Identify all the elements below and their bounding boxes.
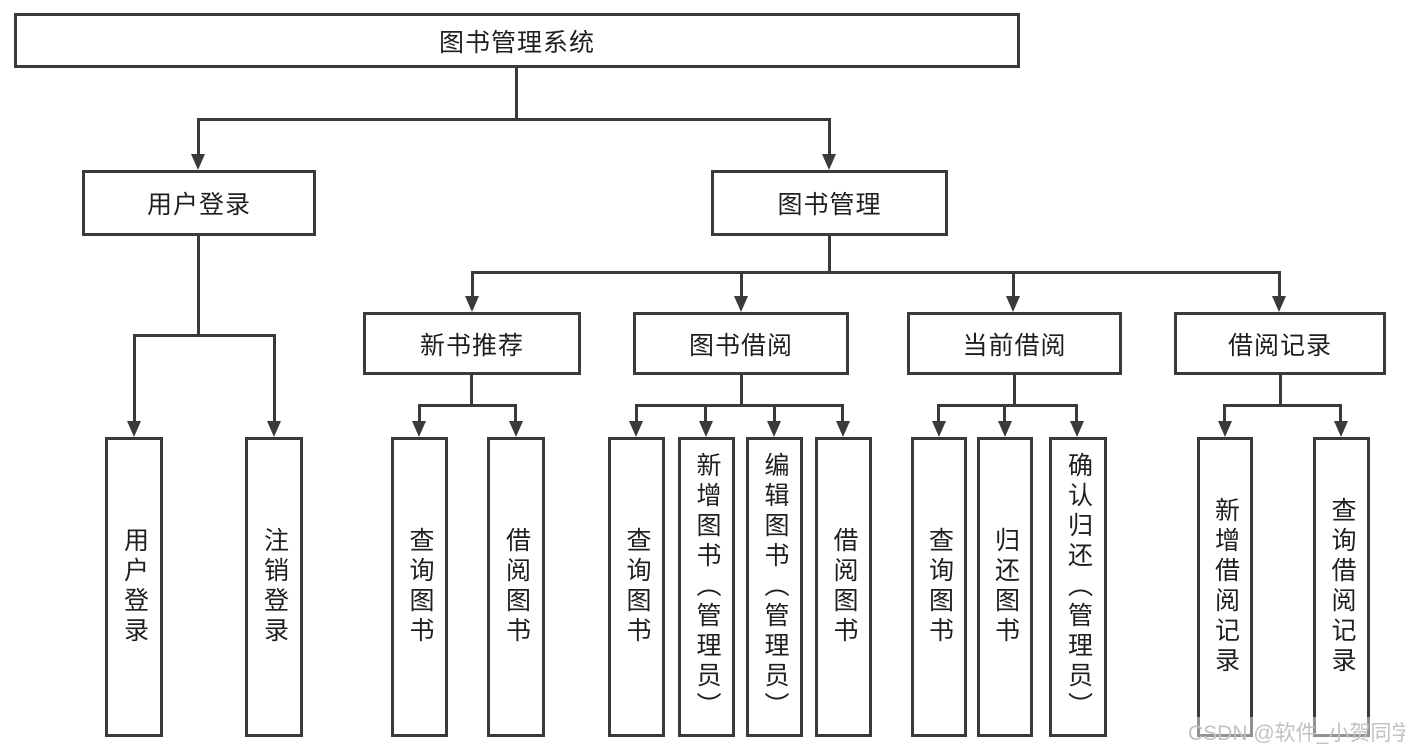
leaf-label: 确认归还（管理员） (1064, 452, 1093, 722)
connector-line (418, 404, 517, 407)
connector-line (515, 68, 518, 120)
connector-line (704, 404, 707, 423)
node-book-borrowing: 图书借阅 (633, 312, 849, 375)
arrow-down-icon (1006, 296, 1020, 312)
leaf-label: 查询图书 (925, 527, 954, 647)
leaf-confirm-return-admin: 确认归还（管理员） (1049, 437, 1107, 737)
leaf-label: 编辑图书（管理员） (761, 452, 789, 722)
arrow-down-icon (191, 154, 205, 170)
leaf-label: 注销登录 (260, 527, 289, 647)
leaf-query-books-2: 查询图书 (608, 437, 665, 737)
node-library-management-system: 图书管理系统 (14, 13, 1020, 68)
csdn-watermark: CSDN @软件_小贺同学 (1186, 717, 1405, 747)
node-user-login: 用户登录 (82, 170, 316, 236)
arrow-down-icon (412, 421, 426, 437)
node-borrowing-records: 借阅记录 (1174, 312, 1386, 375)
connector-line (1224, 404, 1342, 407)
connector-line (635, 404, 844, 407)
connector-line (1278, 271, 1281, 298)
connector-line (197, 236, 200, 336)
leaf-label: 查询借阅记录 (1328, 497, 1356, 677)
arrow-down-icon (1334, 421, 1348, 437)
arrow-down-icon (127, 421, 141, 437)
leaf-query-books-3: 查询图书 (911, 437, 967, 737)
leaf-borrow-books-2: 借阅图书 (815, 437, 872, 737)
connector-line (938, 404, 1078, 407)
connector-line (828, 236, 831, 274)
connector-line (418, 404, 421, 423)
connector-line (937, 404, 940, 423)
connector-line (740, 271, 743, 298)
arrow-down-icon (629, 421, 643, 437)
arrow-down-icon (1272, 296, 1286, 312)
arrow-down-icon (1218, 421, 1232, 437)
arrow-down-icon (465, 296, 479, 312)
arrow-down-icon (1070, 421, 1084, 437)
connector-line (1223, 404, 1226, 423)
arrow-down-icon (836, 421, 850, 437)
leaf-return-books: 归还图书 (977, 437, 1033, 737)
connector-line (740, 375, 743, 406)
leaf-label: 归还图书 (991, 527, 1020, 647)
leaf-query-books-1: 查询图书 (391, 437, 448, 737)
arrow-down-icon (822, 154, 836, 170)
leaf-label: 查询图书 (623, 527, 651, 647)
arrow-down-icon (699, 421, 713, 437)
leaf-user-login: 用户登录 (105, 437, 163, 737)
leaf-query-borrow-record: 查询借阅记录 (1313, 437, 1370, 737)
node-book-management: 图书管理 (711, 170, 948, 236)
connector-line (1075, 404, 1078, 423)
connector-line (470, 375, 473, 406)
arrow-down-icon (767, 421, 781, 437)
leaf-borrow-books-1: 借阅图书 (487, 437, 545, 737)
arrow-down-icon (932, 421, 946, 437)
connector-line (273, 334, 276, 423)
connector-line (1339, 404, 1342, 423)
connector-line (773, 404, 776, 423)
connector-line (133, 334, 276, 337)
connector-line (514, 404, 517, 423)
connector-line (133, 334, 136, 423)
arrow-down-icon (998, 421, 1012, 437)
leaf-label: 借阅图书 (830, 527, 858, 647)
arrow-down-icon (509, 421, 523, 437)
connector-line (1012, 271, 1015, 298)
leaf-logout: 注销登录 (245, 437, 303, 737)
connector-line (197, 118, 831, 121)
arrow-down-icon (734, 296, 748, 312)
node-new-book-recommend: 新书推荐 (363, 312, 581, 375)
connector-line (828, 118, 831, 156)
connector-line (471, 271, 474, 298)
connector-line (635, 404, 638, 423)
connector-line (841, 404, 844, 423)
connector-line (197, 118, 200, 156)
leaf-label: 新增借阅记录 (1211, 497, 1240, 677)
arrow-down-icon (267, 421, 281, 437)
node-current-borrowing: 当前借阅 (907, 312, 1122, 375)
connector-line (1279, 375, 1282, 406)
connector-line (1003, 404, 1006, 423)
connector-line (471, 271, 1281, 274)
leaf-label: 查询图书 (406, 527, 434, 647)
leaf-add-borrow-record: 新增借阅记录 (1197, 437, 1253, 737)
connector-line (1013, 375, 1016, 406)
leaf-label: 新增图书（管理员） (693, 452, 721, 722)
leaf-add-books-admin: 新增图书（管理员） (678, 437, 735, 737)
leaf-label: 用户登录 (120, 527, 149, 647)
leaf-edit-books-admin: 编辑图书（管理员） (746, 437, 803, 737)
leaf-label: 借阅图书 (502, 527, 531, 647)
